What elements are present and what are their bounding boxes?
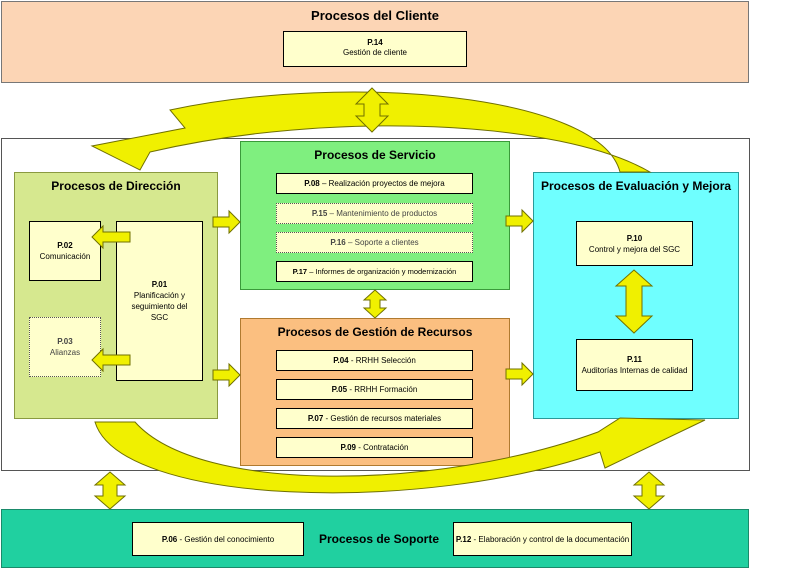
- process-p12[interactable]: P.12 - Elaboración y control de la docum…: [453, 522, 632, 556]
- process-code: P.14: [367, 38, 383, 47]
- double-arrow-soporte-left-icon: [93, 471, 127, 510]
- soporte-title: Procesos de Soporte: [318, 532, 440, 546]
- process-label: – Soporte a clientes: [345, 238, 419, 247]
- process-p10[interactable]: P.10 Control y mejora del SGC: [576, 221, 693, 266]
- process-code: P.01: [151, 280, 168, 289]
- arrow-dir-serv-icon: [212, 209, 241, 235]
- process-p06[interactable]: P.06 - Gestión del conocimiento: [132, 522, 304, 556]
- process-p09[interactable]: P.09 - Contratación: [276, 437, 473, 458]
- process-p14[interactable]: P.14 Gestión de cliente: [283, 31, 467, 67]
- arrow-p01-p02-icon: [91, 224, 131, 250]
- arrow-p01-p03-icon: [91, 347, 131, 373]
- process-p08[interactable]: P.08 – Realización proyectos de mejora: [276, 173, 473, 194]
- arrow-dir-rec-icon: [212, 362, 241, 388]
- process-label: Planificación y seguimiento del SGC: [131, 291, 188, 322]
- process-label: Gestión de cliente: [342, 48, 408, 57]
- process-label: - Gestión del conocimiento: [177, 534, 275, 544]
- process-label: – Realización proyectos de mejora: [319, 179, 445, 188]
- process-p04[interactable]: P.04 - RRHH Selección: [276, 350, 473, 371]
- double-arrow-soporte-right-icon: [632, 471, 666, 510]
- direccion-title: Procesos de Dirección: [51, 179, 181, 193]
- process-code: P.08: [304, 179, 320, 188]
- process-p15[interactable]: P.15 – Mantenimiento de productos: [276, 203, 473, 224]
- process-p02[interactable]: P.02 Comunicación: [29, 221, 101, 281]
- curved-arrow-top-icon: [90, 91, 652, 173]
- process-label: – Informes de organización y modernizaci…: [307, 267, 457, 276]
- process-code: P.16: [330, 238, 346, 247]
- process-code: P.02: [57, 241, 73, 250]
- process-code: P.15: [311, 209, 328, 218]
- process-code: P.03: [57, 337, 73, 346]
- arrow-rec-eval-icon: [505, 361, 534, 387]
- process-code: P.09: [340, 443, 356, 452]
- process-p17[interactable]: P.17 – Informes de organización y modern…: [276, 261, 473, 282]
- process-label: – Mantenimiento de productos: [327, 209, 438, 218]
- process-code: P.06: [161, 534, 178, 544]
- process-code: P.17: [292, 267, 308, 276]
- double-arrow-top-icon: [354, 87, 390, 133]
- process-label: Alianzas: [49, 348, 81, 357]
- process-p05[interactable]: P.05 - RRHH Formación: [276, 379, 473, 400]
- process-label: - Gestión de recursos materiales: [323, 414, 442, 423]
- double-arrow-middle-icon: [362, 289, 388, 319]
- evaluacion-title: Procesos de Evaluación y Mejora: [540, 179, 732, 193]
- process-label: Auditorías Internas de calidad: [581, 366, 688, 375]
- process-code: P.12: [455, 534, 472, 544]
- process-code: P.11: [627, 355, 642, 364]
- process-label: - Elaboración y control de la documentac…: [471, 534, 630, 544]
- double-arrow-eval-icon: [614, 269, 654, 334]
- cliente-title: Procesos del Cliente: [311, 8, 439, 23]
- process-label: - RRHH Formación: [347, 385, 418, 394]
- process-label: Comunicación: [39, 252, 91, 261]
- process-p16[interactable]: P.16 – Soporte a clientes: [276, 232, 473, 253]
- process-label: Control y mejora del SGC: [588, 244, 681, 254]
- process-text: P.12 - Elaboración y control de la docum…: [456, 534, 629, 545]
- process-p07[interactable]: P.07 - Gestión de recursos materiales: [276, 408, 473, 429]
- arrow-serv-eval-icon: [505, 208, 534, 234]
- process-p01[interactable]: P.01 Planificación y seguimiento del SGC: [116, 221, 203, 381]
- curved-arrow-bottom-icon: [94, 417, 706, 494]
- process-p11[interactable]: P.11 Auditorías Internas de calidad: [576, 339, 693, 391]
- process-code: P.10: [626, 233, 643, 243]
- process-code: P.07: [307, 414, 324, 423]
- servicio-title: Procesos de Servicio: [314, 148, 436, 162]
- process-p03[interactable]: P.03 Alianzas: [29, 317, 101, 377]
- process-label: - RRHH Selección: [348, 356, 416, 365]
- recursos-title: Procesos de Gestión de Recursos: [277, 325, 473, 339]
- process-code: P.05: [331, 385, 348, 394]
- process-label: - Contratación: [355, 443, 409, 452]
- process-code: P.04: [333, 356, 349, 365]
